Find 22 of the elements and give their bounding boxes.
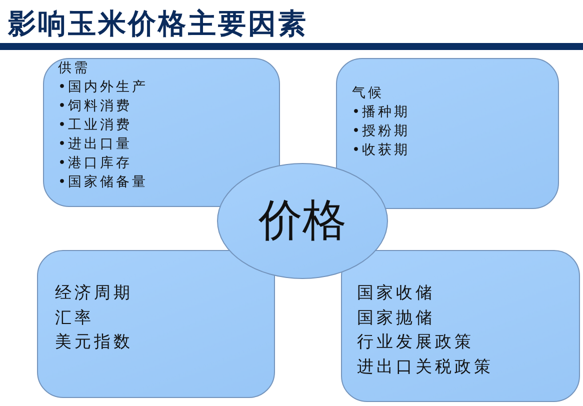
list-item: •饲料消费 [58, 97, 132, 116]
title: 影响玉米价格主要因素 [8, 6, 308, 42]
factor-box [37, 250, 275, 398]
center-label: 价格 [258, 194, 346, 248]
list-item: 行业发展政策 [357, 331, 474, 353]
list-item: •工业消费 [58, 116, 132, 135]
list-item: •收获期 [352, 141, 410, 160]
list-item: 经济周期 [55, 282, 133, 304]
list-item: 进出口关税政策 [357, 356, 494, 378]
list-item: 国家抛储 [357, 306, 435, 328]
list-item: •港口库存 [58, 154, 132, 173]
list-item: 国家收储 [357, 282, 435, 304]
factor-box [341, 250, 580, 402]
category-heading: 气候 [352, 84, 384, 103]
list-item: •播种期 [352, 103, 410, 122]
list-item: •国内外生产 [58, 78, 148, 97]
list-item: •国家储备量 [58, 173, 148, 192]
list-item: 汇率 [55, 306, 94, 328]
category-heading: 供需 [58, 59, 90, 78]
list-item: •授粉期 [352, 122, 410, 141]
list-item: •进出口量 [58, 135, 132, 154]
list-item: 美元指数 [55, 331, 133, 353]
